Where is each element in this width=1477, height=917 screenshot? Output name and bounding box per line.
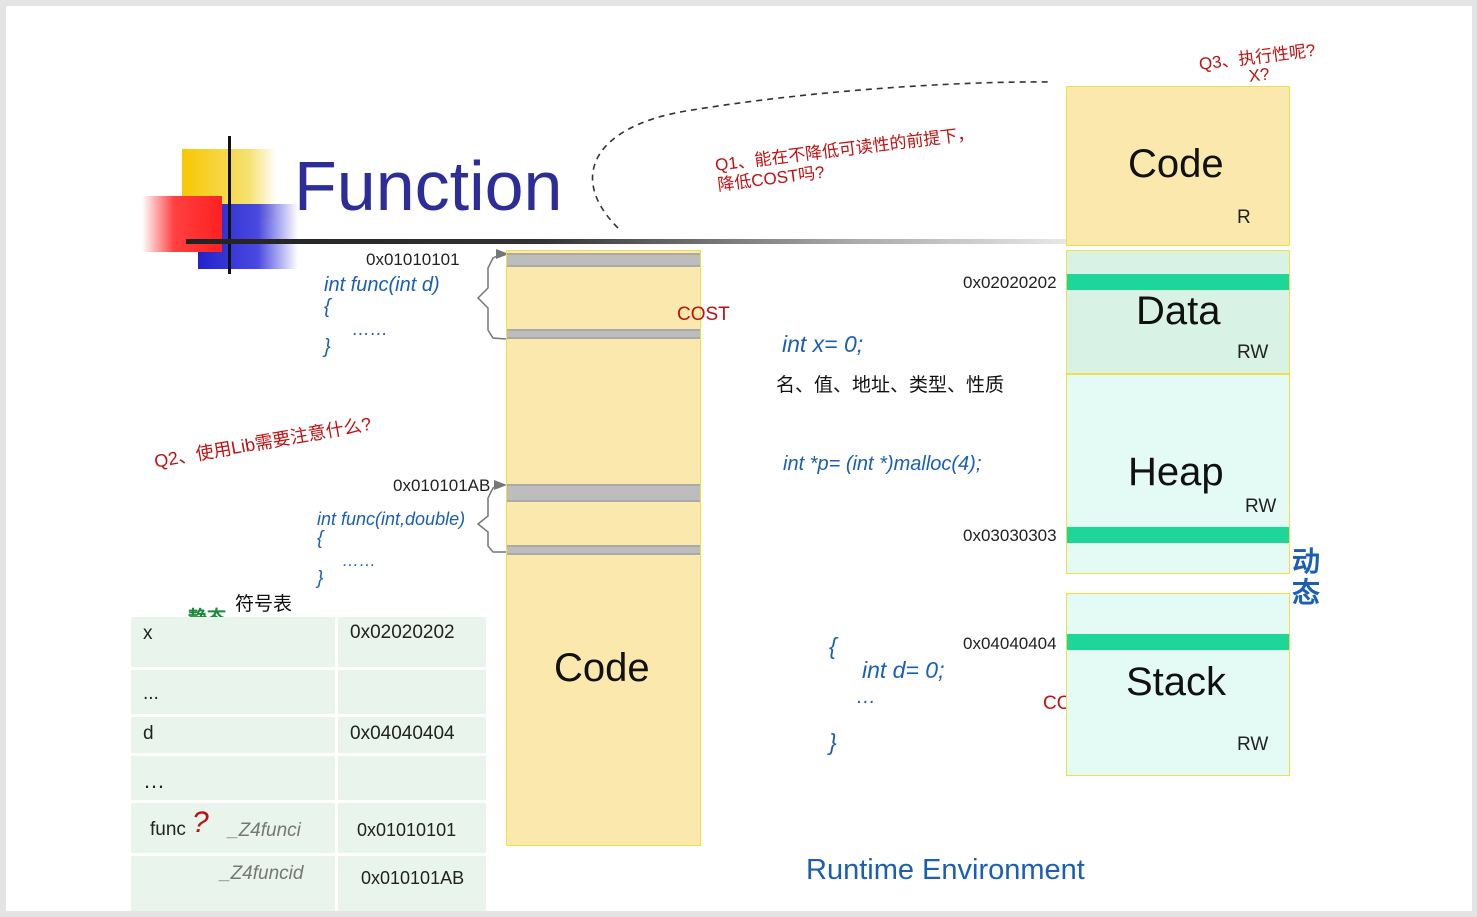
symbol-table-label: 符号表: [235, 594, 293, 615]
heap-address: 0x03030303: [963, 526, 1057, 545]
memory-stack-segment: [1066, 593, 1290, 776]
code-segment-label: Code: [554, 646, 650, 690]
arrow-func2: [494, 480, 507, 490]
variable-attributes: 名、值、地址、类型、性质: [776, 375, 1005, 396]
slide: Function Q1、能在不降低可读性的前提下， 降低COST吗? Q3、执行…: [6, 6, 1472, 911]
title-underline: [186, 239, 1076, 244]
func2-body: ……: [342, 551, 376, 570]
func1-close-brace: }: [324, 336, 331, 358]
runtime-environment-label: Runtime Environment: [806, 854, 1085, 886]
func1-signature: int func(int d): [324, 274, 440, 296]
brace-func2: [476, 483, 506, 553]
dashed-curve: [476, 81, 1052, 553]
heap-end-bar: [1067, 527, 1289, 543]
func1-open-brace: {: [324, 296, 331, 318]
func1-start-bar: [507, 253, 700, 267]
decl-pointer: int *p= (int *)malloc(4);: [783, 453, 982, 475]
table-row: [131, 670, 335, 714]
symbol-address: 0x04040404: [350, 723, 455, 744]
symbol-mangled-1: _Z4funci: [228, 820, 301, 841]
table-row: [131, 717, 335, 753]
brace-func1: [476, 253, 507, 340]
data-address: 0x02020202: [963, 273, 1057, 292]
symbol-name: …: [143, 768, 165, 793]
memory-code-permission: R: [1237, 207, 1251, 228]
func1-end-bar: [507, 329, 700, 339]
decl-x: int x= 0;: [782, 331, 864, 357]
func2-close-brace: }: [317, 568, 324, 589]
func1-address: 0x01010101: [366, 250, 460, 269]
memory-data-permission: RW: [1237, 342, 1269, 363]
symbol-mangled-2: _Z4funcid: [220, 863, 304, 884]
memory-heap-permission: RW: [1245, 496, 1277, 517]
symbol-name: x: [143, 623, 153, 644]
memory-stack-permission: RW: [1237, 734, 1269, 755]
symbol-address: 0x02020202: [350, 622, 455, 643]
memory-code-segment: [1066, 86, 1290, 246]
symbol-func-name: func: [150, 819, 186, 840]
symbol-func-question: ?: [192, 806, 209, 839]
stack-address: 0x04040404: [963, 634, 1057, 653]
dynamic-label: 动态: [1292, 546, 1321, 608]
table-row: [131, 803, 335, 853]
symbol-mangled-2-address: 0x010101AB: [361, 868, 465, 888]
block-close-brace: }: [829, 729, 837, 755]
decl-d: int d= 0;: [862, 657, 945, 683]
memory-data-label: Data: [1136, 289, 1221, 333]
arrow-func1: [496, 249, 509, 259]
memory-stack-label: Stack: [1126, 660, 1227, 704]
func2-start-bar: [507, 484, 700, 502]
table-row: [131, 617, 335, 667]
data-start-bar: [1067, 274, 1289, 290]
func1-body: ……: [352, 319, 388, 339]
stack-start-bar: [1067, 634, 1289, 650]
func2-signature: int func(int,double): [317, 509, 466, 529]
logo-decoration: [142, 136, 302, 276]
block-open-brace: {: [829, 633, 837, 659]
symbol-name: d: [143, 723, 154, 744]
table-row: [131, 756, 335, 800]
memory-code-label: Code: [1128, 142, 1224, 186]
memory-data-segment: [1066, 250, 1290, 374]
func2-end-bar: [507, 545, 700, 555]
cost-label-code: COST: [677, 304, 730, 325]
block-dots: …: [856, 686, 876, 708]
memory-heap-label: Heap: [1128, 450, 1224, 494]
symbol-mangled-1-address: 0x01010101: [357, 820, 457, 840]
func2-address: 0x010101AB: [393, 476, 491, 495]
symbol-name: ...: [143, 683, 159, 704]
func2-open-brace: {: [317, 528, 324, 549]
page-title: Function: [294, 147, 563, 225]
table-row: [131, 856, 335, 911]
